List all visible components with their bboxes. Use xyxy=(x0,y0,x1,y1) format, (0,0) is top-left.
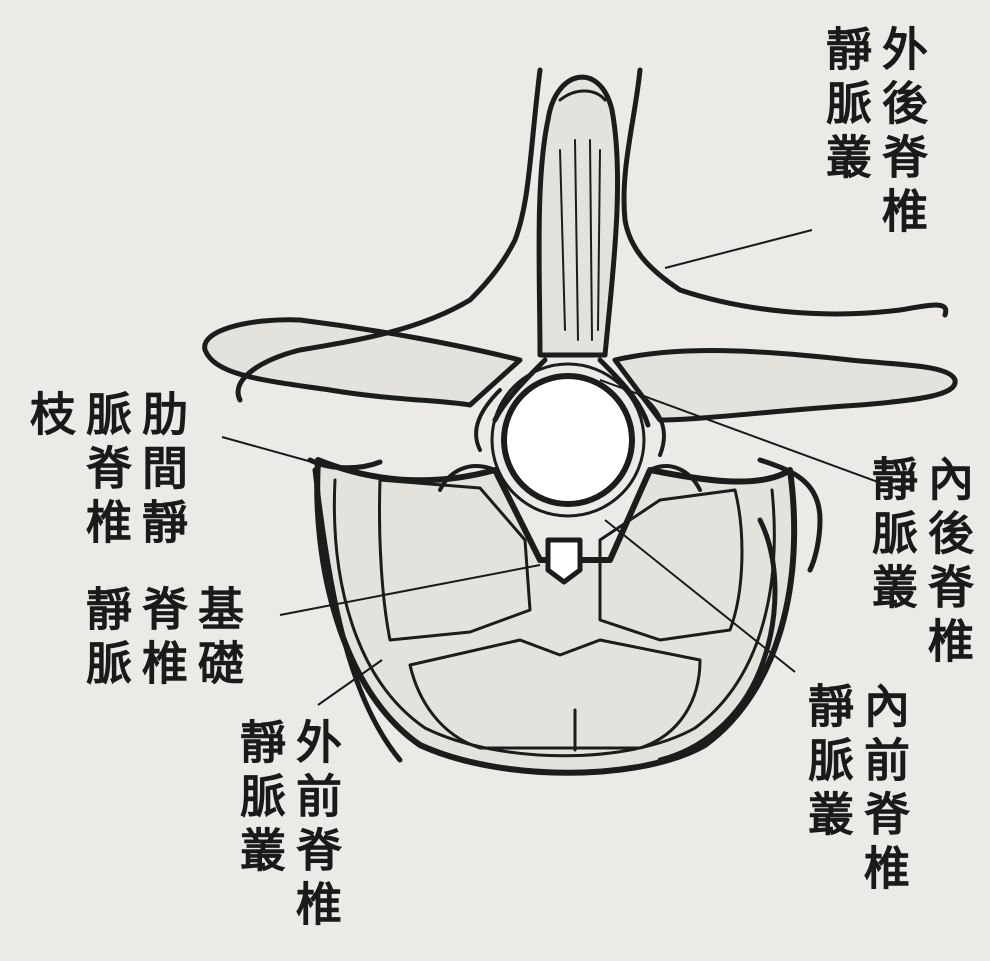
label-line: 外後脊椎 xyxy=(874,25,930,241)
transverse-process-right xyxy=(615,351,955,420)
label-line: 靜脈叢 xyxy=(864,455,920,671)
leader-intercostal xyxy=(222,437,312,462)
label-line: 脊椎 xyxy=(134,585,190,693)
label-line: 靜脈叢 xyxy=(800,682,856,898)
label-external-anterior-plexus: 外前脊椎 靜脈叢 xyxy=(232,718,344,934)
label-line: 內後脊椎 xyxy=(920,455,976,671)
label-line: 靜脈 xyxy=(78,585,134,693)
label-line: 外前脊椎 xyxy=(288,718,344,934)
vertebral-canal xyxy=(504,376,632,504)
label-internal-anterior-plexus: 內前脊椎 靜脈叢 xyxy=(800,682,912,898)
label-external-posterior-plexus: 外後脊椎 靜脈叢 xyxy=(818,25,930,241)
label-line: 靜脈叢 xyxy=(818,25,874,241)
label-line: 內前脊椎 xyxy=(856,682,912,898)
leader-ext-posterior xyxy=(665,230,812,268)
label-intercostal-vein: 肋間靜 脈脊椎 枝 xyxy=(22,390,190,552)
label-line: 靜脈叢 xyxy=(232,718,288,934)
label-line: 脈脊椎 xyxy=(78,390,134,552)
label-basivertebral-vein: 基礎 脊椎 靜脈 xyxy=(78,585,246,693)
label-internal-posterior-plexus: 內後脊椎 靜脈叢 xyxy=(864,455,976,671)
basivertebral-vein xyxy=(548,540,580,582)
label-line: 枝 xyxy=(22,390,78,552)
label-line: 基礎 xyxy=(190,585,246,693)
transverse-process-left xyxy=(205,320,520,405)
label-line: 肋間靜 xyxy=(134,390,190,552)
